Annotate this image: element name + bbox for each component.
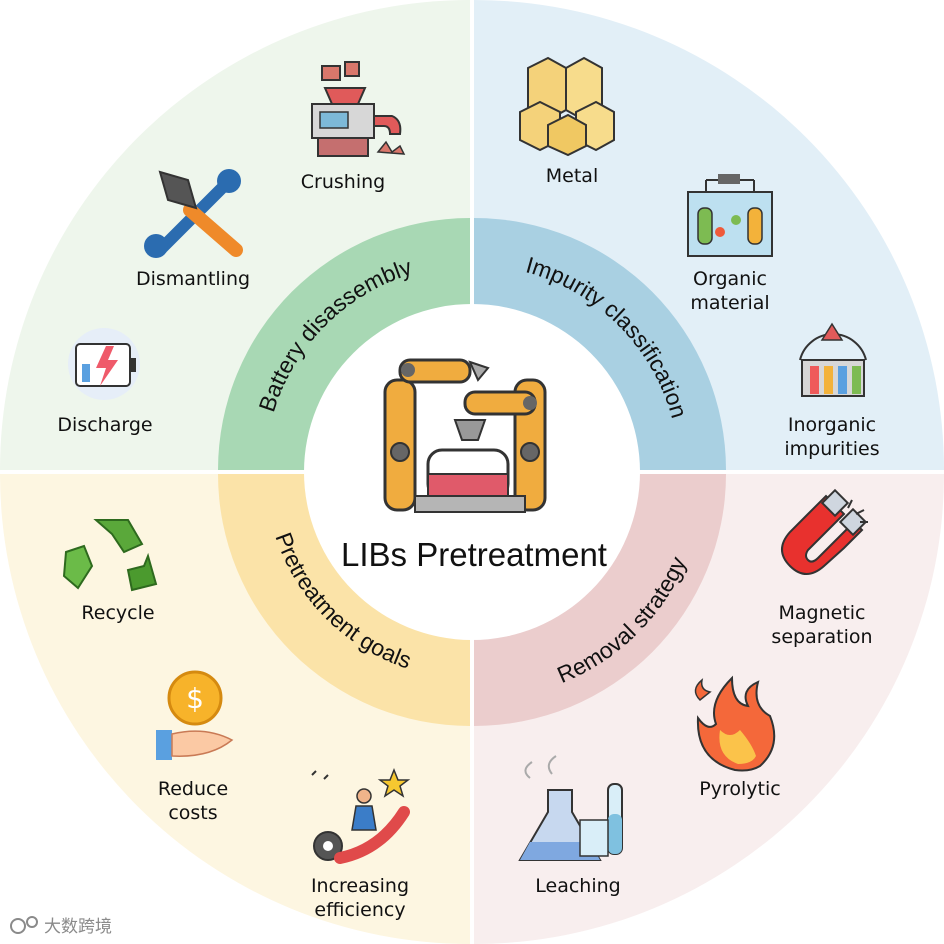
item-label-increasing-line2: efficiency bbox=[314, 899, 405, 921]
item-label-reduce-line1: Reduce bbox=[158, 778, 228, 800]
item-label-inorganic-line2: impurities bbox=[784, 438, 879, 460]
tools-icon bbox=[144, 169, 243, 258]
item-label-magnetic-line2: separation bbox=[771, 626, 872, 648]
item-label-recycle: Recycle bbox=[81, 602, 154, 624]
test-tubes-icon bbox=[799, 322, 867, 397]
crusher-icon bbox=[311, 61, 406, 157]
item-label-dismantling: Dismantling bbox=[136, 268, 250, 290]
metal-crystal-icon bbox=[519, 56, 615, 157]
magnet-icon bbox=[781, 488, 868, 575]
lab-flask-icon bbox=[518, 755, 623, 861]
battery-discharge-icon bbox=[68, 328, 140, 400]
item-label-increasing-line1: Increasing bbox=[311, 875, 409, 897]
item-label-inorganic-line1: Inorganic bbox=[788, 414, 876, 436]
item-label-crushing: Crushing bbox=[301, 171, 385, 193]
growth-icon bbox=[311, 767, 411, 864]
recycle-icon bbox=[62, 519, 158, 592]
item-label-organic-line2: material bbox=[690, 292, 769, 314]
svg-text:大数跨境: 大数跨境 bbox=[44, 917, 112, 937]
item-label-pyrolytic: Pyrolytic bbox=[699, 778, 780, 800]
item-label-leaching: Leaching bbox=[535, 875, 620, 897]
item-label-organic-line1: Organic bbox=[693, 268, 767, 290]
fire-icon bbox=[694, 675, 776, 772]
robot-arms-icon bbox=[383, 358, 547, 513]
center-title: LIBs Pretreatment bbox=[341, 536, 607, 573]
item-label-magnetic-line1: Magnetic bbox=[778, 602, 865, 624]
electrolyte-icon bbox=[687, 174, 773, 257]
item-label-metal: Metal bbox=[546, 165, 598, 187]
watermark: 大数跨境 bbox=[10, 916, 112, 937]
coin-hand-icon: $ bbox=[156, 670, 234, 760]
item-label-discharge: Discharge bbox=[57, 414, 152, 436]
svg-text:$: $ bbox=[186, 682, 204, 715]
item-label-reduce-line2: costs bbox=[168, 802, 217, 824]
